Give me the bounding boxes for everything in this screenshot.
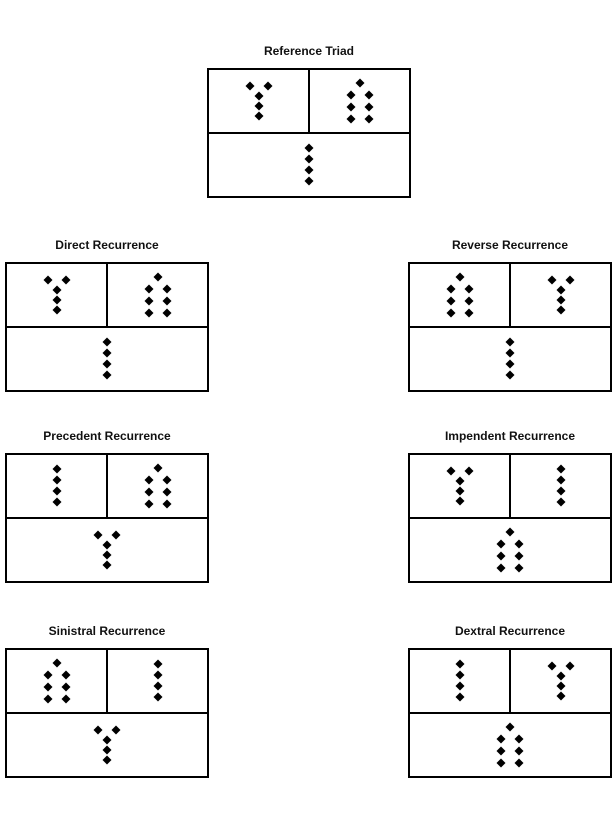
seven-dot-double-column-cluster-icon [496,527,524,573]
panel-title: Dextral Recurrence [454,624,566,638]
panel-title: Sinistral Recurrence [48,624,166,638]
bottom-cell [410,714,610,776]
seven-dot-double-column-cluster-icon [446,272,473,318]
triad-box-top-row [410,650,610,714]
top-right-cell [108,264,207,326]
panel-direct-recurrence: Direct Recurrence [5,236,209,392]
panel-precedent-recurrence: Precedent Recurrence [5,427,209,583]
seven-dot-double-column-cluster-icon [144,463,171,509]
four-dot-vertical-line-icon [52,464,61,507]
triad-box [207,68,411,198]
four-dot-vertical-line-icon [556,464,565,507]
triad-box-top-row [410,455,610,519]
bottom-cell [410,328,610,390]
panel-impendent-recurrence: Impendent Recurrence [408,427,612,583]
triad-box [408,262,612,392]
panel-title: Reverse Recurrence [451,238,569,252]
bottom-cell [7,328,207,390]
bottom-cell [410,519,610,581]
panel-reverse-recurrence: Reverse Recurrence [408,236,612,392]
bottom-cell [209,134,409,196]
panel-sinistral-recurrence: Sinistral Recurrence [5,622,209,778]
y-shaped-five-dot-cluster-icon [93,725,121,765]
top-right-cell [310,70,409,132]
triad-box-top-row [7,650,207,714]
top-right-cell [511,650,610,712]
top-left-cell [209,70,310,132]
top-left-cell [410,650,511,712]
top-left-cell [7,455,108,517]
top-left-cell [7,264,108,326]
top-right-cell [108,650,207,712]
top-left-cell [7,650,108,712]
four-dot-vertical-line-icon [455,659,464,702]
triad-box [5,262,209,392]
four-dot-vertical-line-icon [102,337,112,380]
triad-box [5,453,209,583]
bottom-cell [7,519,207,581]
four-dot-vertical-line-icon [304,143,314,186]
panel-dextral-recurrence: Dextral Recurrence [408,622,612,778]
top-right-cell [511,455,610,517]
four-dot-vertical-line-icon [505,337,515,380]
y-shaped-five-dot-cluster-icon [93,530,121,570]
seven-dot-double-column-cluster-icon [144,272,171,318]
triad-box [408,453,612,583]
triad-box-top-row [410,264,610,328]
y-shaped-five-dot-cluster-icon [245,81,272,121]
y-shaped-five-dot-cluster-icon [446,466,473,506]
panel-title: Reference Triad [263,44,355,58]
top-right-cell [108,455,207,517]
seven-dot-double-column-cluster-icon [346,78,373,124]
seven-dot-double-column-cluster-icon [43,658,70,704]
panel-title: Precedent Recurrence [43,429,171,443]
y-shaped-five-dot-cluster-icon [547,661,574,701]
bottom-cell [7,714,207,776]
triad-box [408,648,612,778]
triad-box-top-row [7,264,207,328]
panel-title: Direct Recurrence [55,238,159,252]
y-shaped-five-dot-cluster-icon [43,275,70,315]
y-shaped-five-dot-cluster-icon [547,275,574,315]
top-left-cell [410,455,511,517]
triad-box-top-row [209,70,409,134]
top-left-cell [410,264,511,326]
four-dot-vertical-line-icon [153,659,162,702]
top-right-cell [511,264,610,326]
seven-dot-double-column-cluster-icon [496,722,524,768]
triad-box [5,648,209,778]
panel-reference-triad: Reference Triad [207,42,411,198]
panel-title: Impendent Recurrence [444,429,576,443]
triad-box-top-row [7,455,207,519]
